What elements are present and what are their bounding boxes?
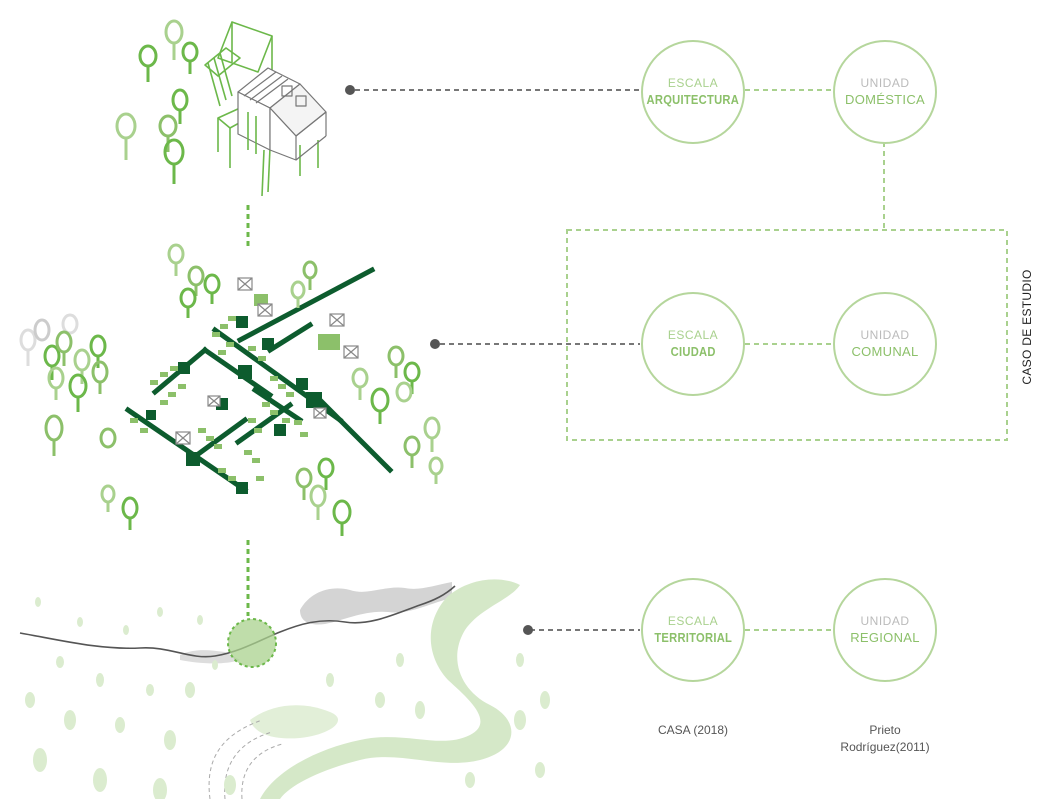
scale-territorial-node: ESCALA TERRITORIAL: [641, 578, 745, 682]
city-illustration: [124, 266, 394, 494]
scale-territorial-name: TERRITORIAL: [654, 630, 732, 645]
house-illustration: [204, 21, 327, 197]
scale-architecture-name: ARQUITECTURA: [646, 92, 740, 107]
unit-communal-label: UNIDAD: [860, 328, 910, 342]
unit-regional-label: UNIDAD: [860, 614, 910, 628]
scale-city-label: ESCALA: [667, 328, 719, 342]
city-trees: [19, 243, 444, 536]
unit-communal-name: COMUNAL: [851, 344, 919, 359]
scale-city-node: ESCALA CIUDAD: [641, 292, 745, 396]
unit-source-line1: Prieto: [869, 723, 901, 737]
unit-communal-node: UNIDAD COMUNAL: [833, 292, 937, 396]
scale-architecture-label: ESCALA: [667, 76, 719, 90]
territory-illustration: [19, 579, 550, 799]
connector-dots: [345, 85, 533, 635]
unit-domestic-label: UNIDAD: [860, 76, 910, 90]
unit-domestic-name: DOMÉSTICA: [845, 92, 925, 107]
unit-regional-name: REGIONAL: [850, 630, 920, 645]
case-study-label: CASO DE ESTUDIO: [1020, 269, 1034, 385]
unit-source-block: Prieto Rodríguez(2011): [815, 722, 955, 756]
unit-source-line2: Rodríguez(2011): [840, 740, 930, 754]
scale-architecture-node: ESCALA ARQUITECTURA: [641, 40, 745, 144]
scale-territorial-label: ESCALA: [667, 614, 719, 628]
connectors: [246, 89, 1008, 631]
house-trees: [115, 19, 199, 184]
unit-domestic-node: UNIDAD DOMÉSTICA: [833, 40, 937, 144]
scale-city-name: CIUDAD: [670, 344, 716, 359]
unit-regional-node: UNIDAD REGIONAL: [833, 578, 937, 682]
scale-source-text: CASA (2018): [657, 723, 729, 737]
